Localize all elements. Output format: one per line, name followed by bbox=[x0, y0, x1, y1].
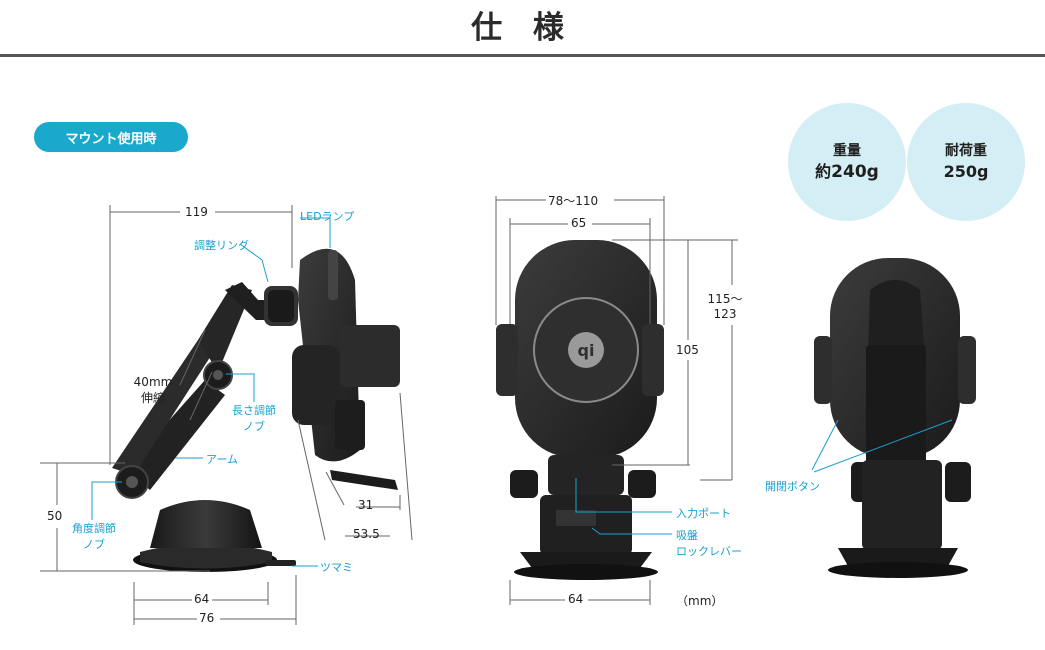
dim-front-height-range: 115〜 123 bbox=[700, 290, 750, 321]
dim-front-height-range-line2: 123 bbox=[713, 307, 737, 321]
side-base-dome bbox=[150, 500, 262, 548]
dim-front-width-inner: 65 bbox=[571, 216, 587, 230]
front-suction-cup bbox=[514, 564, 658, 580]
title-divider bbox=[0, 54, 1045, 57]
dim-front-width-open: 78〜110 bbox=[548, 194, 599, 208]
load-label: 耐荷重 bbox=[945, 143, 987, 159]
label-suction-lever: 吸盤 ロックレバー bbox=[676, 527, 742, 559]
dim-extension-line1: 40mm bbox=[133, 375, 173, 389]
back-suction-cup bbox=[828, 562, 968, 578]
page-title: 仕 様 bbox=[471, 10, 574, 46]
dim-side-height: 50 bbox=[47, 509, 63, 523]
label-led-lamp: LEDランプ bbox=[300, 210, 355, 223]
dim-front-height: 105 bbox=[676, 343, 699, 357]
label-length-knob-line1: 長さ調節 bbox=[232, 404, 276, 417]
qi-logo-icon bbox=[568, 332, 604, 368]
dim-extension: 40mm 伸縮 bbox=[133, 375, 173, 406]
side-clamp-arm bbox=[340, 325, 400, 387]
dim-front-base: 64 bbox=[568, 592, 584, 606]
unit-label: （mm） bbox=[676, 594, 724, 608]
label-length-knob-line2: ノブ bbox=[243, 420, 265, 433]
label-arm: アーム bbox=[206, 453, 239, 466]
label-length-knob: 長さ調節 ノブ bbox=[224, 402, 284, 434]
back-stand-neck bbox=[862, 460, 942, 550]
dim-extension-line2: 伸縮 bbox=[140, 391, 165, 405]
label-angle-knob-line2: ノブ bbox=[83, 538, 105, 551]
side-tab bbox=[266, 560, 296, 566]
label-tab: ツマミ bbox=[320, 561, 353, 574]
dim-base-outer: 76 bbox=[199, 611, 215, 625]
led-window bbox=[328, 250, 338, 300]
back-ball-mount bbox=[868, 280, 925, 360]
load-spec-badge: 耐荷重 250g bbox=[907, 103, 1025, 221]
dim-front-height-range-line1: 115〜 bbox=[707, 292, 743, 306]
label-suction-lever-line2: ロックレバー bbox=[676, 545, 742, 558]
label-adjust-ring: 調整リング bbox=[194, 239, 249, 252]
mount-usage-badge: マウント使用時 bbox=[34, 122, 188, 152]
weight-value: 240g bbox=[831, 162, 879, 182]
dim-base-inner: 64 bbox=[194, 592, 210, 606]
weight-value-line: 約240g bbox=[815, 161, 879, 183]
weight-label: 重量 bbox=[833, 143, 861, 159]
label-suction-lever-line1: 吸盤 bbox=[676, 529, 698, 542]
weight-prefix: 約 bbox=[815, 162, 832, 181]
svg-text:qi: qi bbox=[578, 341, 595, 360]
front-right-clamp bbox=[642, 324, 664, 396]
front-left-clamp bbox=[496, 324, 518, 396]
dim-side-width: 119 bbox=[185, 205, 208, 219]
label-input-port: 入力ポート bbox=[676, 507, 731, 520]
dim-holder-depth: 31 bbox=[358, 498, 374, 512]
suction-lock-lever bbox=[556, 510, 596, 526]
label-angle-knob-line1: 角度調節 bbox=[72, 522, 116, 535]
side-bottom-hook bbox=[330, 470, 398, 490]
label-angle-knob: 角度調節 ノブ bbox=[64, 520, 124, 552]
load-value: 250g bbox=[943, 162, 989, 181]
weight-spec-badge: 重量 約240g bbox=[788, 103, 906, 221]
dim-holder-width: 53.5 bbox=[353, 527, 380, 541]
label-release-button: 開閉ボタン bbox=[765, 480, 820, 493]
